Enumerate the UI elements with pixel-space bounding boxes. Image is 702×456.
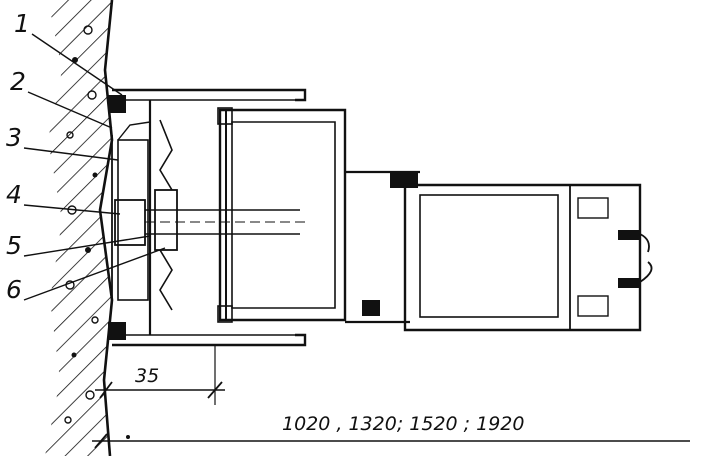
dimension-label-widths: 1020 , 1320; 1520 ; 1920 xyxy=(282,413,524,435)
dimension-overall xyxy=(92,433,690,449)
callout-3: 3 xyxy=(6,123,22,152)
leader-lines xyxy=(23,33,166,301)
callout-2: 2 xyxy=(10,67,26,96)
callout-4: 4 xyxy=(6,180,22,209)
wall-masonry xyxy=(45,0,114,456)
callout-5: 5 xyxy=(6,231,22,260)
frame-profile xyxy=(108,88,307,347)
dimension-label-35: 35 xyxy=(135,365,159,387)
connector-profile xyxy=(345,170,420,324)
callout-1: 1 xyxy=(14,9,30,38)
sash-profile-outer xyxy=(403,183,653,332)
callout-6: 6 xyxy=(6,275,22,304)
dimension-35 xyxy=(95,345,225,405)
sash-profile-inner xyxy=(217,107,347,323)
anchor-assembly xyxy=(111,119,305,311)
